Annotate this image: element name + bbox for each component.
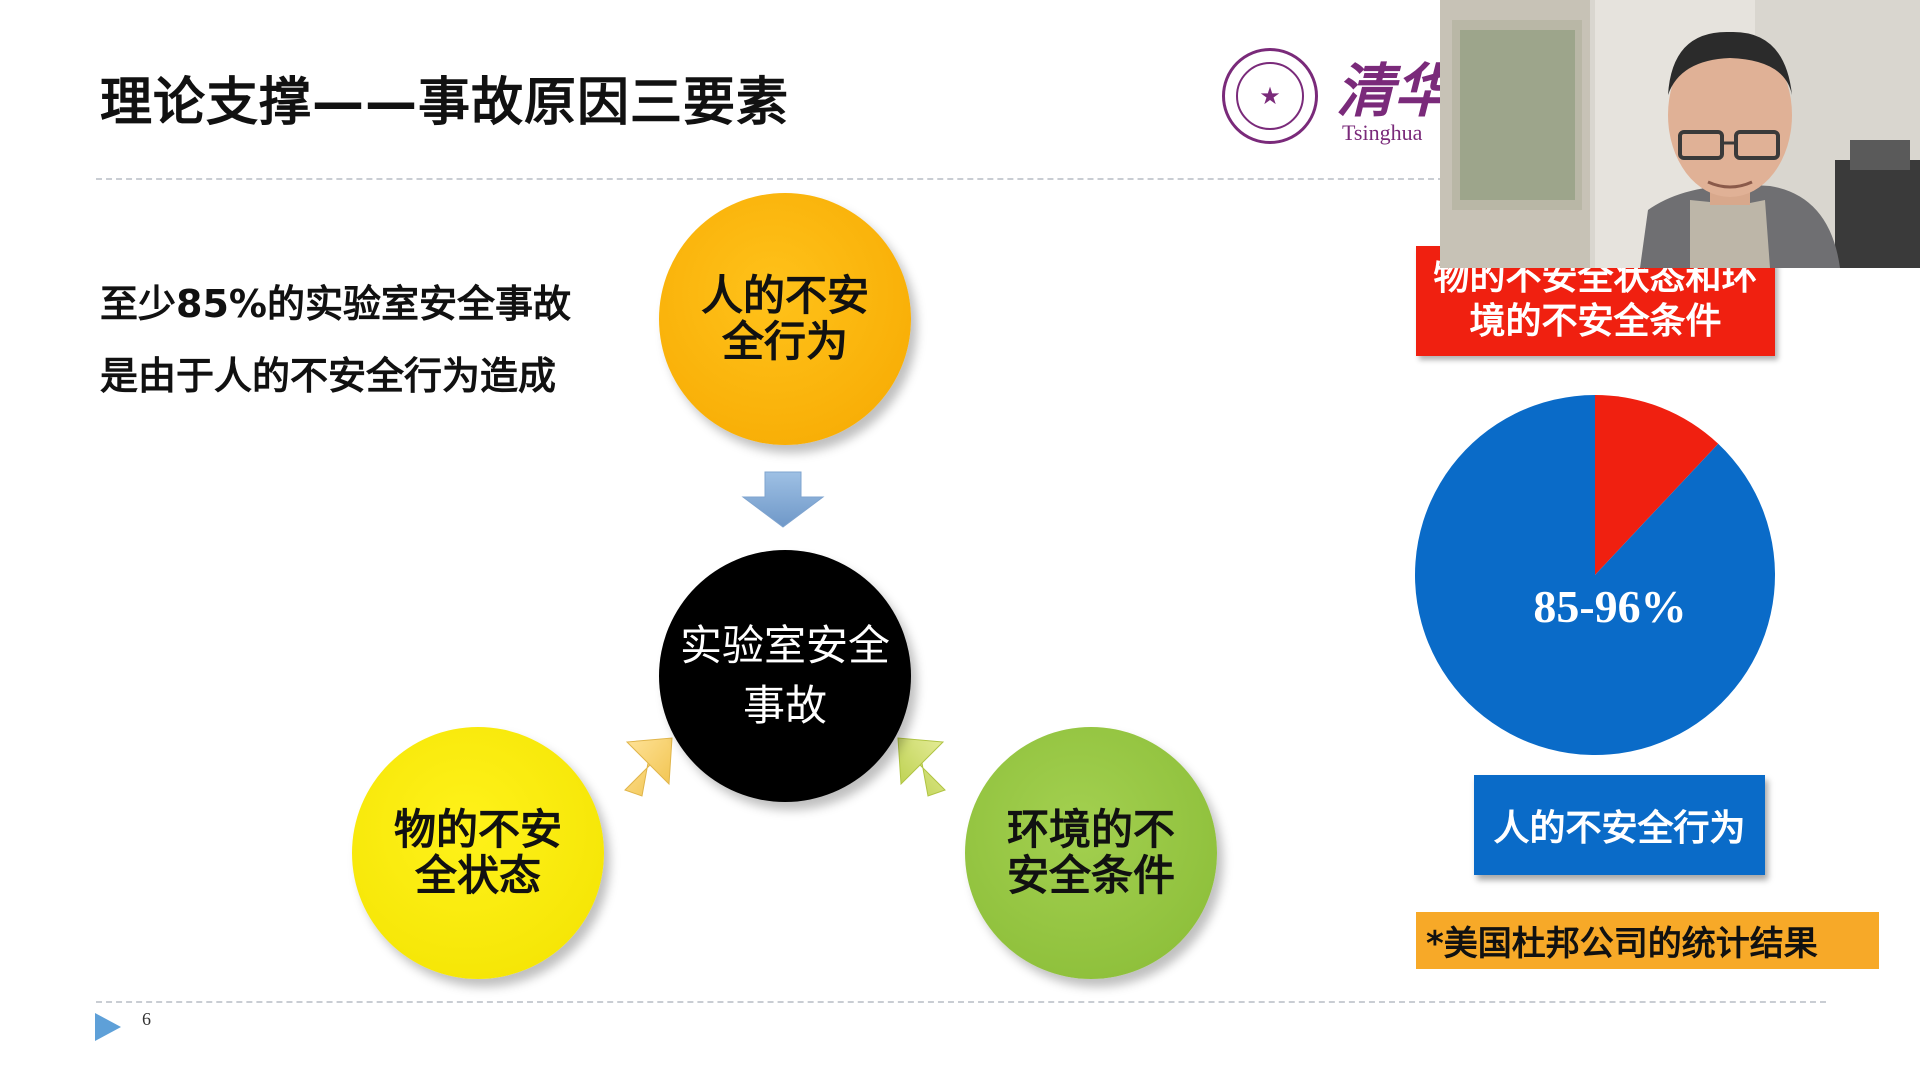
circle-lab-safety-accident: 实验室安全事故	[659, 550, 911, 802]
pie-slice	[1415, 395, 1775, 755]
seal-star: ★	[1236, 62, 1304, 130]
pie-slice	[1595, 395, 1719, 575]
tsinghua-logo: ★ 清华 Tsinghua	[1218, 42, 1452, 154]
bottom-divider	[96, 1001, 1826, 1003]
circle-human-label: 人的不安全行为	[700, 271, 869, 366]
circle-environment-label: 环境的不安全条件	[1006, 805, 1175, 900]
logo-english-text: Tsinghua	[1342, 120, 1423, 145]
pie-chart	[1415, 395, 1775, 755]
claim-text: 至少85%的实验室安全事故是由于人的不安全行为造成	[100, 282, 571, 398]
university-seal-icon: ★	[1222, 48, 1318, 144]
circle-environment-unsafe-condition: 环境的不安全条件	[965, 727, 1217, 979]
slide-title: 理论支撑——事故原因三要素	[100, 73, 790, 133]
arrow-down-icon	[741, 471, 825, 528]
page-number: 6	[142, 1009, 151, 1029]
legend-red-text: 物的不安全状态和环境的不安全条件	[1433, 257, 1758, 342]
arrow-up-left-icon	[897, 737, 946, 797]
circle-thing-label: 物的不安全状态	[393, 805, 562, 900]
logo-chinese-text: 清华	[1336, 57, 1453, 125]
top-divider	[96, 178, 1444, 180]
circle-thing-unsafe-state: 物的不安全状态	[352, 727, 604, 979]
webcam-video-feed[interactable]	[1440, 0, 1920, 268]
pie-data-label: 85-96%	[1533, 581, 1687, 632]
page-marker-icon	[95, 1013, 121, 1041]
legend-blue-label: 人的不安全行为	[1474, 775, 1765, 875]
arrow-up-right-icon	[624, 737, 673, 797]
circle-center-label: 实验室安全事故	[679, 621, 890, 730]
circle-human-unsafe-behavior: 人的不安全行为	[659, 193, 911, 445]
presenter-video	[1440, 0, 1920, 268]
source-note: *美国杜邦公司的统计结果	[1416, 912, 1879, 969]
legend-red-label: 物的不安全状态和环境的不安全条件	[1416, 246, 1775, 356]
